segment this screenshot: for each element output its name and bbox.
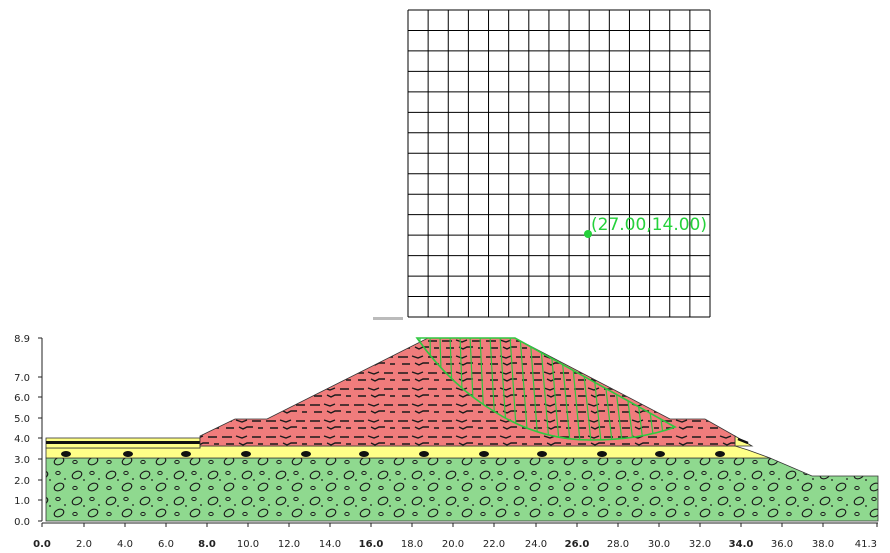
left-berm	[45, 437, 201, 449]
y-axis-tick-label: 7.0	[14, 373, 30, 384]
x-axis-tick-label: 41.3	[855, 539, 877, 550]
y-axis-tick-label: 0.0	[14, 517, 30, 528]
x-axis-tick-label: 38.0	[812, 539, 834, 550]
y-axis-tick-label: 1.0	[14, 496, 30, 507]
x-axis-tick-label: 36.0	[771, 539, 793, 550]
y-axis-tick-label: 4.0	[14, 434, 30, 445]
y-axis-tick-label: 8.9	[14, 334, 30, 345]
grid-center-label: (27.00,14.00)	[591, 215, 707, 235]
x-axis-tick-label: 16.0	[359, 539, 384, 550]
x-axis-tick-label: 32.0	[689, 539, 711, 550]
foundation-layer	[45, 457, 879, 522]
x-axis-tick-label: 6.0	[158, 539, 174, 550]
x-axis-tick-label: 24.0	[525, 539, 547, 550]
sand-layer-blobs	[61, 451, 725, 457]
y-axis-tick-label: 5.0	[14, 414, 30, 425]
x-axis-tick-label: 4.0	[117, 539, 133, 550]
x-axis-tick-label: 22.0	[483, 539, 505, 550]
grid-center-marker[interactable]	[584, 230, 592, 238]
x-axis-tick-label: 26.0	[565, 539, 590, 550]
y-axis-tick-label: 6.0	[14, 393, 30, 404]
x-axis-tick-label: 34.0	[729, 539, 754, 550]
grid-corner-marker	[373, 317, 403, 320]
x-axis-tick-label: 20.0	[442, 539, 464, 550]
y-axis: 0.0 1.0 2.0 3.0 4.0 5.0 6.0 7.0 8.9	[14, 334, 43, 528]
search-grid[interactable]	[407, 9, 711, 318]
x-axis-tick-label: 28.0	[607, 539, 629, 550]
x-axis-tick-label: 10.0	[237, 539, 259, 550]
x-axis-tick-label: 12.0	[278, 539, 300, 550]
x-axis-tick-label: 2.0	[76, 539, 92, 550]
x-axis: 0.0 2.0 4.0 6.0 8.0 10.0 12.0 14.0 16.0 18.0 20.0 2…	[33, 522, 878, 550]
x-axis-tick-label: 18.0	[401, 539, 423, 550]
x-axis-tick-label: 14.0	[319, 539, 341, 550]
x-axis-tick-label: 30.0	[648, 539, 670, 550]
y-axis-tick-label: 2.0	[14, 476, 30, 487]
right-berm	[734, 435, 754, 447]
x-axis-tick-label: 0.0	[33, 539, 51, 550]
x-axis-tick-label: 8.0	[198, 539, 216, 550]
y-axis-tick-label: 3.0	[14, 455, 30, 466]
